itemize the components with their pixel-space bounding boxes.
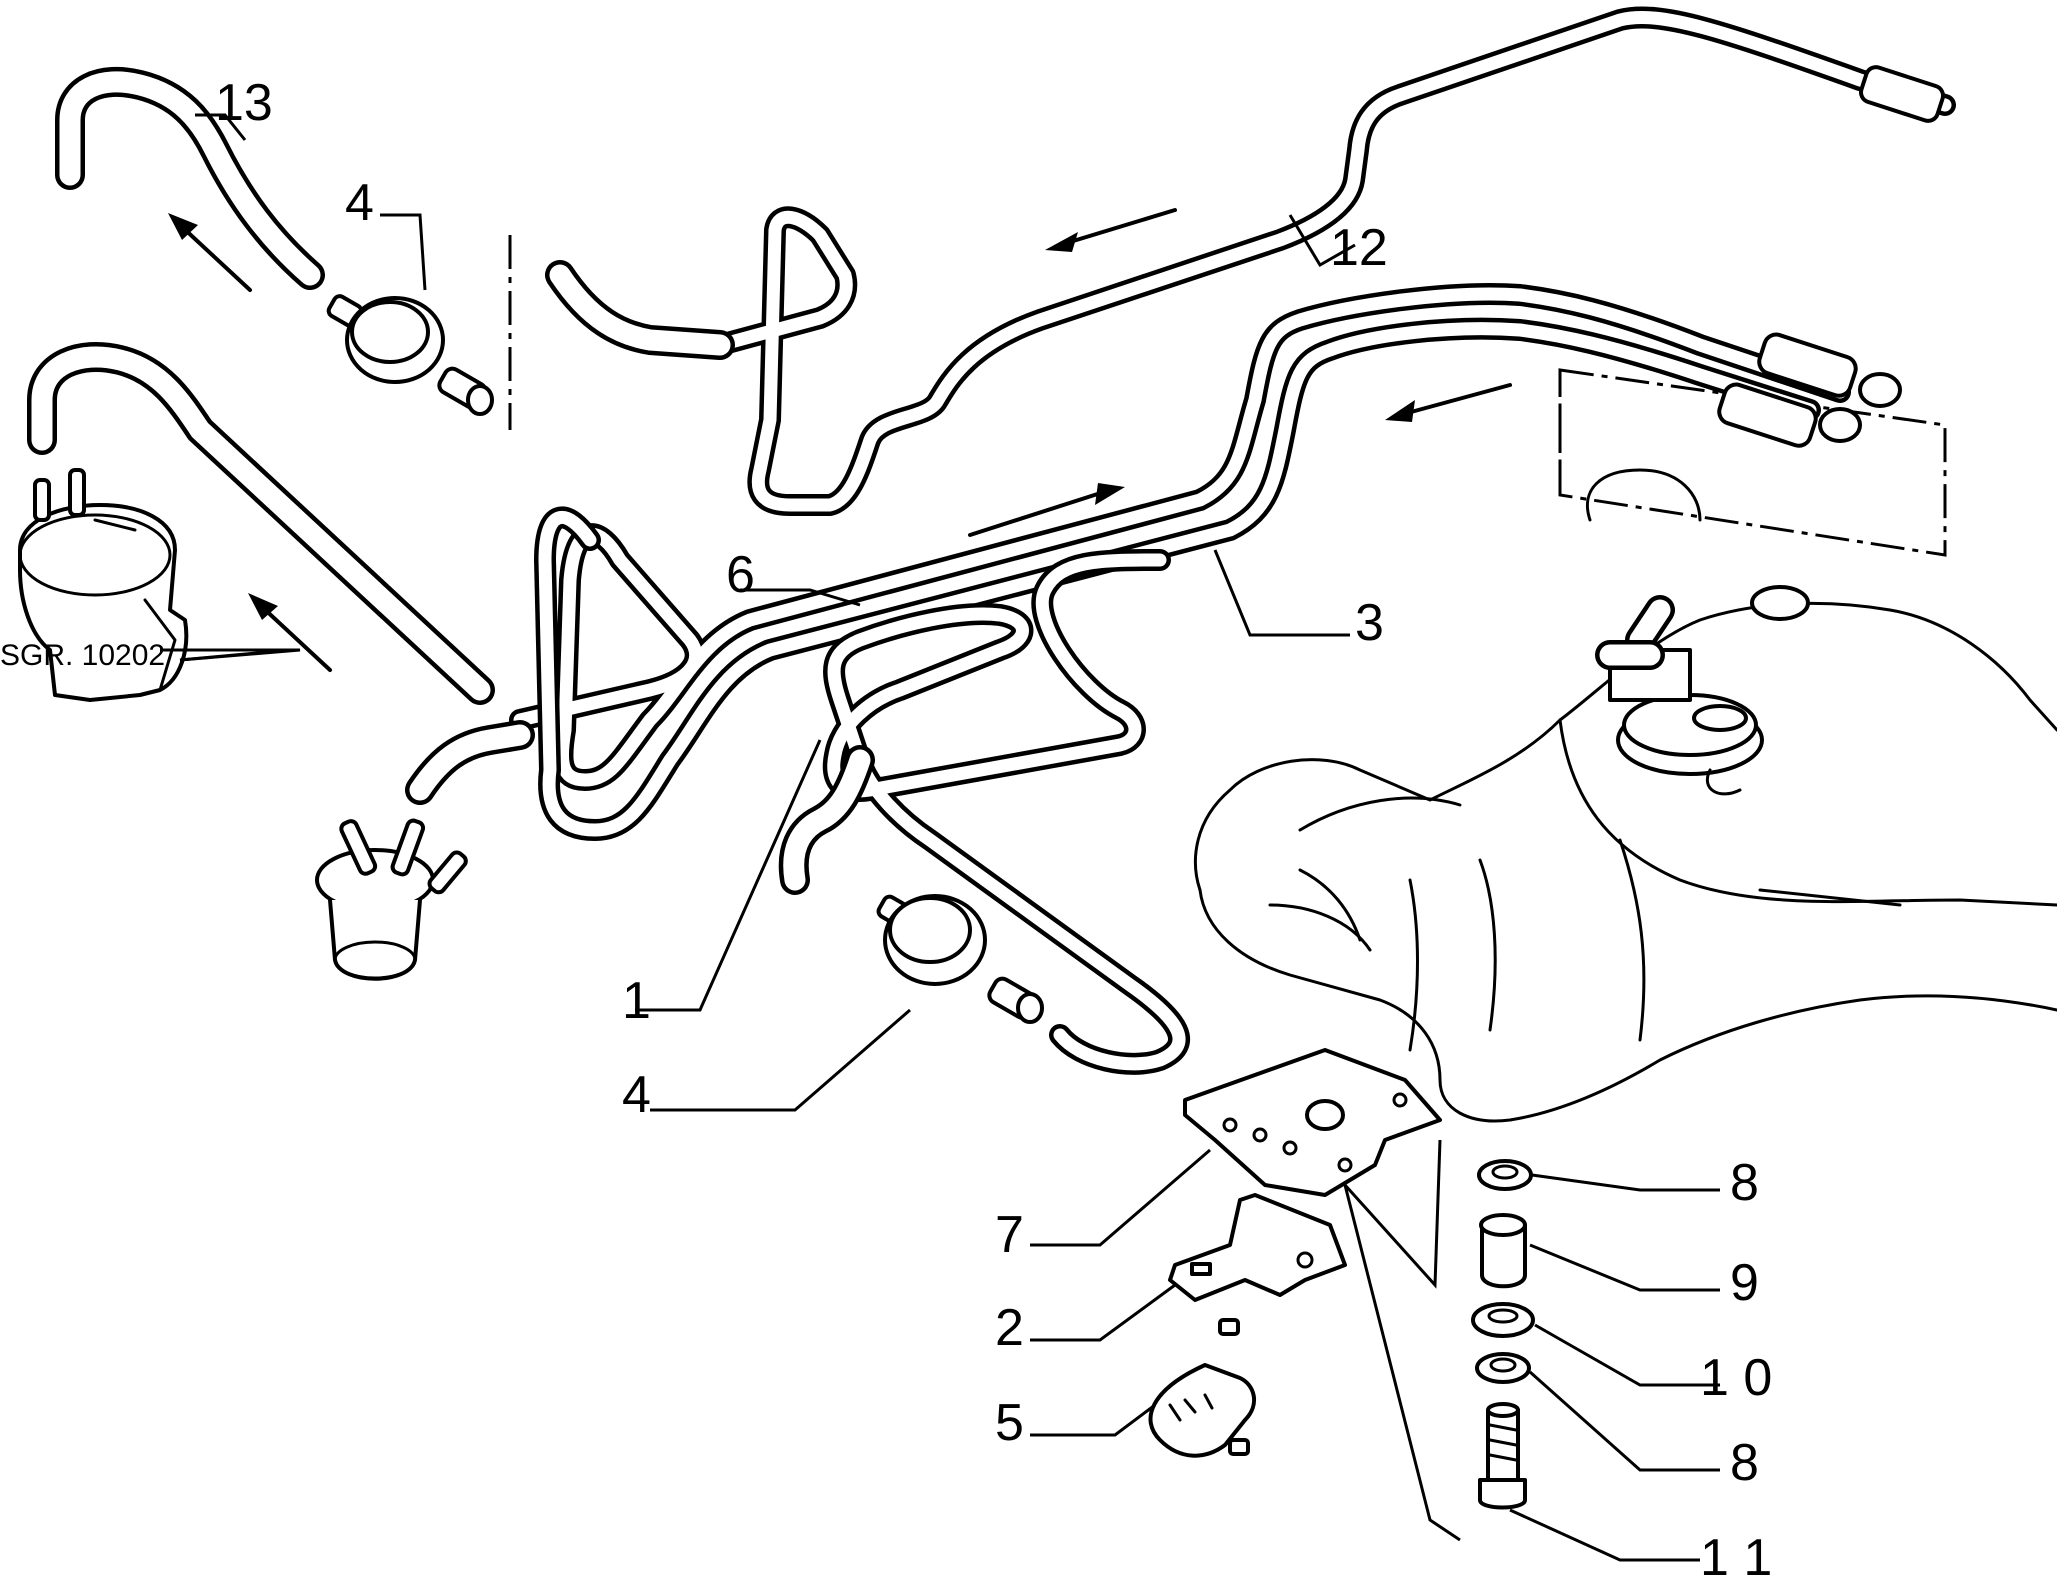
fuel-pump — [18, 468, 189, 702]
callout-4-top: 4 — [345, 174, 374, 232]
fuel-tank — [1193, 468, 2057, 1123]
callout-2: 2 — [995, 1299, 1024, 1357]
flow-arrows — [168, 208, 1512, 672]
callout-3: 3 — [1355, 594, 1384, 652]
hose-left — [27, 342, 535, 805]
clamp-5 — [1148, 1318, 1256, 1458]
callout-6: 6 — [726, 546, 755, 604]
hose-13 — [55, 66, 325, 290]
bracket-2 — [1168, 1193, 1347, 1302]
callout-4-bottom: 4 — [622, 1066, 651, 1124]
spacer-9 — [1479, 1213, 1527, 1289]
callout-7: 7 — [995, 1206, 1024, 1264]
rubber-10 — [1471, 1302, 1535, 1338]
fuel-filter-4-top — [326, 294, 494, 416]
callout-13: 13 — [215, 74, 273, 132]
bolt-11 — [1478, 1402, 1527, 1510]
fuel-filter-alt — [315, 818, 468, 981]
callout-5: 5 — [995, 1394, 1024, 1452]
washer-8-top — [1477, 1159, 1533, 1191]
callout-1: 1 — [622, 972, 651, 1030]
callout-11: 1 1 — [1700, 1529, 1772, 1580]
callout-10: 1 0 — [1700, 1349, 1772, 1407]
pipe-1 — [778, 549, 1190, 1075]
callout-8-top: 8 — [1730, 1154, 1759, 1212]
callout-9: 9 — [1730, 1254, 1759, 1312]
callout-12: 12 — [1330, 219, 1388, 277]
washer-8-bottom — [1475, 1352, 1531, 1384]
bracket-7 — [1183, 1048, 1442, 1197]
pipe-12 — [545, 6, 1956, 516]
fuel-filter-4-bottom — [876, 894, 1044, 1024]
pipe-3-and-6 — [509, 283, 1902, 841]
callout-8-bottom: 8 — [1730, 1434, 1759, 1492]
reference-code: SGR. 10202 — [0, 639, 165, 672]
leader-lines — [160, 113, 1720, 1562]
assembly-boundary — [1558, 368, 1947, 557]
